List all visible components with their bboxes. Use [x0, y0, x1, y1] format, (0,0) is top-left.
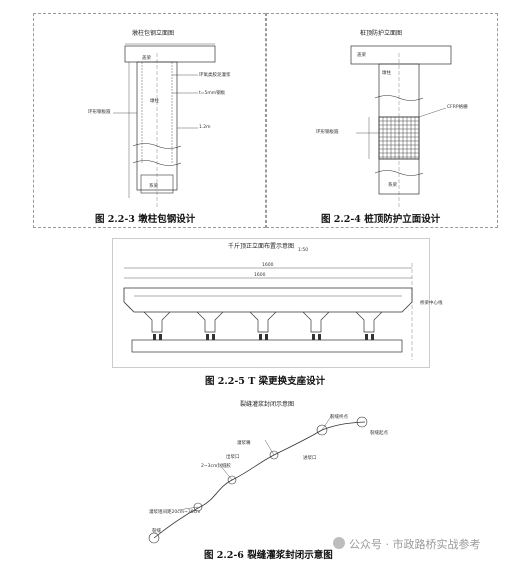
- label-steel-plate: t=5mm钢板: [199, 91, 226, 96]
- label-cap-beam: 盖梁: [357, 53, 366, 58]
- drawing-title: 墩柱包钢立面图: [132, 30, 175, 37]
- leader-line: [264, 439, 275, 456]
- watermark: 公众号 · 市政路桥实战参考: [349, 538, 481, 551]
- crack-line: [153, 421, 366, 539]
- break-line: [132, 160, 182, 166]
- cap-beam: [350, 45, 452, 65]
- drawing-title: 千斤顶正立面布置示意图: [228, 243, 295, 250]
- figure-caption: 图 2.2-6 裂缝灌浆封闭示意图: [204, 550, 333, 561]
- cap-beam: [131, 339, 403, 353]
- drawing-title: 裂缝灌浆封闭示意图: [240, 401, 295, 408]
- figure-panel-pier-steel: [33, 13, 266, 228]
- label-grout-port: 灌浆嘴: [237, 441, 251, 446]
- label-centerline: 桥梁中心线: [420, 301, 443, 306]
- label-tie-beam: 系梁: [149, 184, 158, 189]
- break-line: [374, 170, 424, 176]
- grout-ports: [148, 416, 368, 544]
- leader-line: [321, 414, 333, 431]
- label-width: 1600: [262, 263, 274, 268]
- label-hoop: 环形钢板箍: [88, 110, 111, 115]
- cfrp-grid: [378, 116, 420, 160]
- drawing-title: 桩顶防护立面图: [360, 30, 403, 37]
- label-sealant: 2~3cm封缝胶: [201, 464, 231, 469]
- label-dimension: 1600: [254, 273, 266, 278]
- figure-caption: 图 2.2-5 T 梁更换支座设计: [205, 376, 326, 387]
- figure-caption: 图 2.2-3 墩柱包钢设计: [95, 214, 196, 225]
- label-crack-end: 裂缝终点: [330, 415, 348, 420]
- pier-steel-drawing: [113, 43, 216, 208]
- label-cfrp: CFRP格栅: [447, 105, 468, 110]
- leader-line: [219, 464, 233, 481]
- label-crack: 裂缝: [152, 529, 161, 534]
- label-column: 墩柱: [382, 71, 391, 76]
- label-cap-beam: 盖梁: [142, 56, 151, 61]
- label-outlet: 出浆口: [226, 455, 240, 460]
- label-spacing: 灌浆咀间距20cm~30cm: [149, 510, 201, 515]
- label-hoop: 环形钢板箍: [316, 130, 339, 135]
- t-beam-drawing: [123, 263, 413, 360]
- crack-grouting-drawing: [148, 414, 368, 544]
- label-scale: 1:50: [298, 248, 309, 253]
- figure-panel-t-beam: [112, 238, 430, 368]
- label-crack-start: 裂缝起点: [370, 431, 388, 436]
- leader-line: [177, 506, 199, 511]
- leader-line: [418, 107, 447, 118]
- figure-caption: 图 2.2-4 桩顶防护立面设计: [321, 214, 441, 225]
- label-height: 1.2m: [199, 125, 211, 130]
- label-grout: 环氧类胶泥灌浆: [199, 73, 231, 78]
- t-beam-webs: [143, 311, 383, 333]
- figure-panel-pile-protection: [266, 13, 498, 228]
- pile-protection-drawing: [350, 45, 452, 208]
- jacks: [153, 334, 374, 340]
- tie-beam: [140, 174, 174, 194]
- label-tie-beam: 系梁: [388, 183, 397, 188]
- deck-slab: [123, 287, 413, 313]
- break-line: [374, 95, 424, 101]
- cap-beam: [124, 45, 216, 63]
- break-line: [132, 143, 182, 149]
- label-column: 墩柱: [150, 99, 159, 104]
- wechat-icon: [333, 537, 345, 549]
- label-inlet: 进浆口: [303, 456, 317, 461]
